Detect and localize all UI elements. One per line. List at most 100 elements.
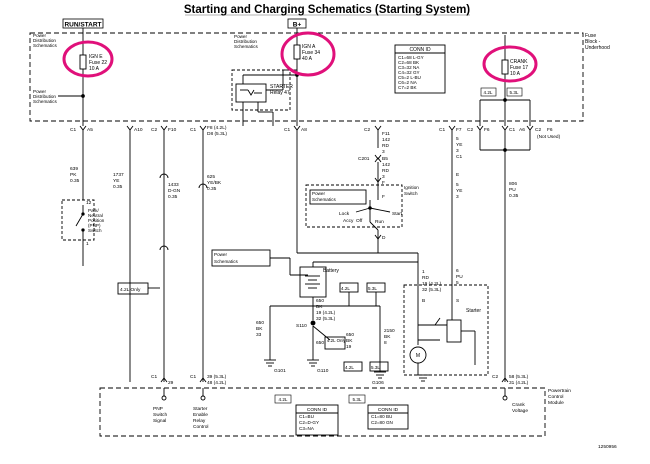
wire-f11-1: F11 — [382, 131, 390, 137]
wire-1rd-3: 19 (4.2L) — [422, 281, 442, 287]
eng-53-tag-low: 5.3L — [371, 365, 380, 370]
wire-806-2: PU — [509, 187, 516, 193]
pcm-label-l1: Powertrain — [548, 388, 571, 394]
pin-bottom-39: 39 (5.3L) — [207, 374, 227, 380]
pds-top-left-l1: Power — [33, 33, 46, 38]
fuse-ign-e-symbol — [79, 54, 87, 70]
wire-ye-right-1: 5 — [456, 136, 459, 142]
fuse-block-l3: Underhood — [585, 45, 610, 51]
pin-bottom-c2: C2 — [492, 374, 498, 380]
ign-off: Off — [356, 218, 363, 224]
pcm-label-l2: Control — [548, 394, 563, 400]
conn-id-top-header: CONN ID — [409, 47, 431, 53]
pnp-pin-1: 1 — [86, 241, 89, 247]
wire-1rd-4: 32 (5.3L) — [422, 287, 442, 293]
pin-bottom-58: 58 (5.3L) — [509, 374, 529, 380]
conn-53-header: CONN ID — [378, 407, 399, 413]
pin-c1a: C1 — [70, 127, 76, 133]
conn-42-row-3: C3=NA — [299, 426, 315, 431]
splice-s110 — [310, 320, 316, 326]
fuse-crank-fuse: Fuse 17 — [510, 65, 528, 71]
pin-bottom-48: 48 (4.2L) — [207, 380, 227, 386]
pnp-label-2: Neutral — [88, 213, 103, 218]
pin-bottom-c1b: C1 — [190, 374, 196, 380]
wire-1433-3: 0.35 — [168, 194, 178, 200]
starter-outline — [403, 284, 489, 376]
pcm-pnp-l3: Signal — [153, 418, 166, 424]
wire-650-19-3: 19 (4.2L) — [316, 310, 336, 316]
wire-6pu-2: PU — [456, 274, 463, 280]
pnp-label-1: Park/ — [88, 208, 99, 213]
eng-42-tag-low: 4.2L — [345, 365, 354, 370]
pcm-starter-l2: Enable — [193, 412, 208, 418]
pin-f6: F6 — [484, 127, 490, 133]
wire-f11-3: RD — [382, 143, 389, 149]
pds-box-ignition — [309, 189, 367, 205]
wire-1433-2: D-GN — [168, 188, 181, 194]
fuse-crank-amp: 10 A — [510, 71, 521, 77]
fuse-block-l1: Fuse — [585, 33, 596, 39]
wire-656-1: 650 — [316, 340, 324, 346]
pin-c2a: C2 — [151, 127, 157, 133]
eng-42-box-low — [343, 361, 363, 372]
wire-2150-3: 8 — [384, 340, 387, 346]
fuse-crank-symbol — [501, 59, 509, 75]
wire-650-19-4: 32 (5.3L) — [316, 316, 336, 322]
pin-bottom-31: 31 (4.2L) — [509, 380, 529, 386]
wire-b5-3: RD — [382, 168, 389, 174]
fuse-ign-a-symbol — [293, 44, 301, 60]
highlight-crank — [482, 45, 538, 83]
pin-f8: F8 (4.2L) — [207, 125, 227, 131]
starter-relay-symbol — [235, 83, 267, 103]
fuse-ign-e-amp: 10 A — [89, 66, 100, 72]
pin-c2d: C2 — [535, 127, 541, 133]
wire-625-3: 0.35 — [207, 186, 217, 192]
ign-run: Run — [375, 219, 384, 225]
wire-2150-2: BK — [384, 334, 391, 340]
wire-1737-2: YE — [113, 178, 119, 184]
eng-42-only-left: 4.2L Only — [120, 287, 141, 293]
fuse-ign-e-fuse: Fuse 22 — [89, 60, 107, 66]
wire-1rd-2: RD — [422, 275, 429, 281]
starter-motor-m: M — [416, 353, 420, 359]
relay-pds-outline — [231, 69, 291, 111]
pcm-outline — [99, 387, 546, 437]
wire-806-1: 806 — [509, 181, 517, 187]
conn-42-tag: 4.2L — [279, 397, 288, 402]
pnp-label-5: Switch — [88, 228, 102, 233]
eng-53-box-low — [369, 361, 389, 372]
pnp-label-4: (PNP) — [88, 223, 101, 228]
conn-id-top-row-3: C3=32 NA — [398, 65, 420, 70]
ground-g110: G110 — [317, 368, 329, 374]
conn-id-top-row-7: C7=2 BK — [398, 85, 417, 90]
wire-ye-e: E — [456, 172, 459, 178]
wire-639-2: PK — [70, 172, 77, 178]
wire-ye-mid-1: 5 — [456, 182, 459, 188]
fuse-ign-a-fuse: Fuse 34 — [302, 50, 320, 56]
pin-a10: A10 — [134, 127, 143, 133]
wire-650-33-1: 650 — [256, 320, 264, 326]
engine-tag-53-top: 5.3L — [510, 90, 519, 95]
fuse-ign-a-amp: 40 A — [302, 56, 313, 62]
ground-g101: G101 — [274, 368, 286, 374]
wire-6pu-3: 5 — [456, 280, 459, 286]
eng-53-tag-mid: 5.3L — [368, 286, 377, 291]
pin-c1d: C1 — [439, 127, 445, 133]
wire-ye-right-2: YE — [456, 142, 462, 148]
pds-bat-l1: Power — [214, 252, 227, 257]
pcm-starter-l4: Control — [193, 424, 208, 430]
wire-625-2: YE/BK — [207, 180, 222, 186]
pin-c1c: C1 — [284, 127, 290, 133]
conn-53-tag: 5.3L — [353, 397, 362, 402]
wire-1737-1: 1737 — [113, 172, 124, 178]
pds-mid-left-l3: Schematics — [33, 99, 57, 104]
wire-f11-4: 3 — [382, 149, 385, 155]
pds-top-left-l3: Schematics — [33, 43, 57, 48]
wire-639-1: 639 — [70, 166, 78, 172]
fuse-ign-e-name: IGN E — [89, 54, 103, 60]
pcm-pnp-l1: PNP — [153, 406, 163, 412]
pin-c1e: C1 — [509, 127, 515, 133]
ign-pin-f: F — [382, 194, 385, 200]
wire-650-33-2: BK — [256, 326, 263, 332]
pin-c2c: C2 — [467, 127, 473, 133]
